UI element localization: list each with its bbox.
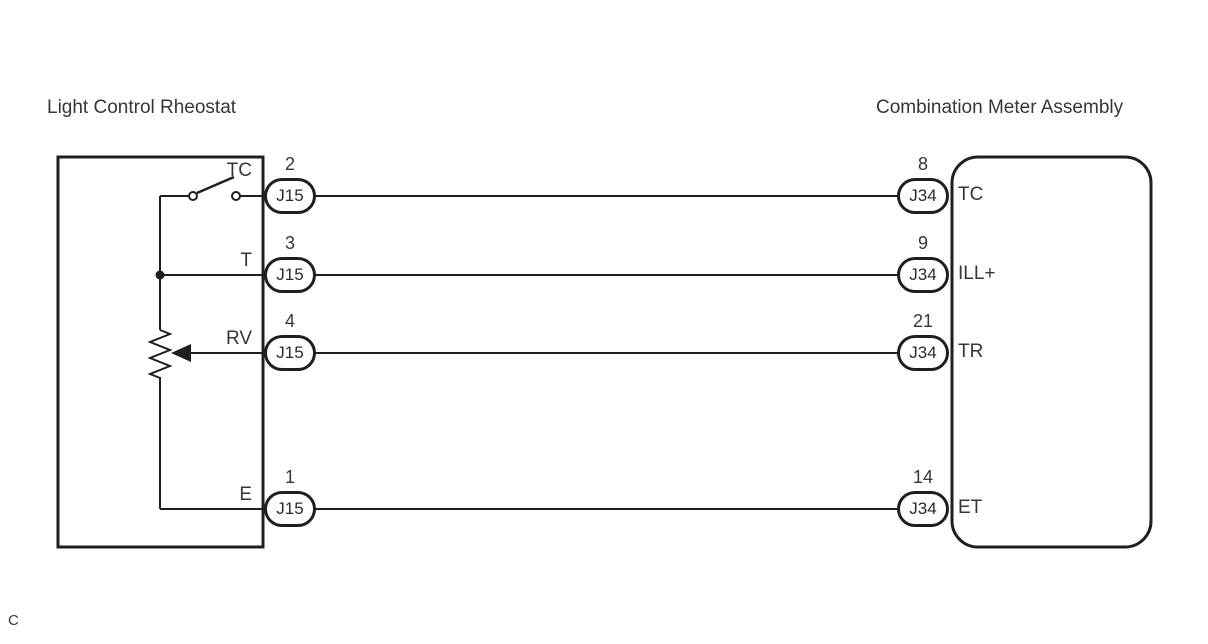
left-terminal-label-rv: RV: [225, 328, 252, 349]
right-pin-number-tc: 8: [917, 154, 928, 174]
right-connector-badge-tr: J34: [897, 335, 949, 371]
rheostat-resistor-icon: [147, 329, 173, 379]
right-terminal-label-et: ET: [958, 497, 983, 518]
left-pin-number-e: 1: [284, 467, 295, 487]
left-terminal-label-e: E: [239, 484, 252, 505]
switch-contact-right: [231, 191, 241, 201]
wiper-arrow-icon: [171, 344, 191, 362]
left-connector-badge-rv: J15: [264, 335, 316, 371]
left-pin-number-tc: 2: [284, 154, 295, 174]
left-pin-number-t: 3: [284, 233, 295, 253]
right-pin-number-ill: 9: [917, 233, 928, 253]
right-terminal-label-tr: TR: [958, 341, 984, 362]
switch-icon: [160, 175, 265, 201]
right-terminal-label-ill: ILL+: [958, 263, 996, 284]
left-terminal-label-tc: TC: [226, 160, 252, 181]
switch-blade: [196, 175, 235, 195]
right-connector-badge-et: J34: [897, 491, 949, 527]
left-connector-badge-tc: J15: [264, 178, 316, 214]
left-connector-badge-t: J15: [264, 257, 316, 293]
left-component-title: Light Control Rheostat: [47, 97, 237, 118]
right-connector-badge-ill: J34: [897, 257, 949, 293]
right-component-title: Combination Meter Assembly: [876, 97, 1124, 118]
right-connector-badge-tc: J34: [897, 178, 949, 214]
left-pin-number-rv: 4: [284, 311, 295, 331]
right-pin-number-et: 14: [912, 467, 934, 487]
right-component-box: [950, 155, 1153, 549]
page-footnote: C: [8, 612, 19, 629]
junction-dot: [155, 270, 165, 280]
switch-contact-left: [188, 191, 198, 201]
left-terminal-label-t: T: [240, 250, 252, 271]
right-pin-number-tr: 21: [912, 311, 934, 331]
right-terminal-label-tc: TC: [958, 184, 984, 205]
left-connector-badge-e: J15: [264, 491, 316, 527]
